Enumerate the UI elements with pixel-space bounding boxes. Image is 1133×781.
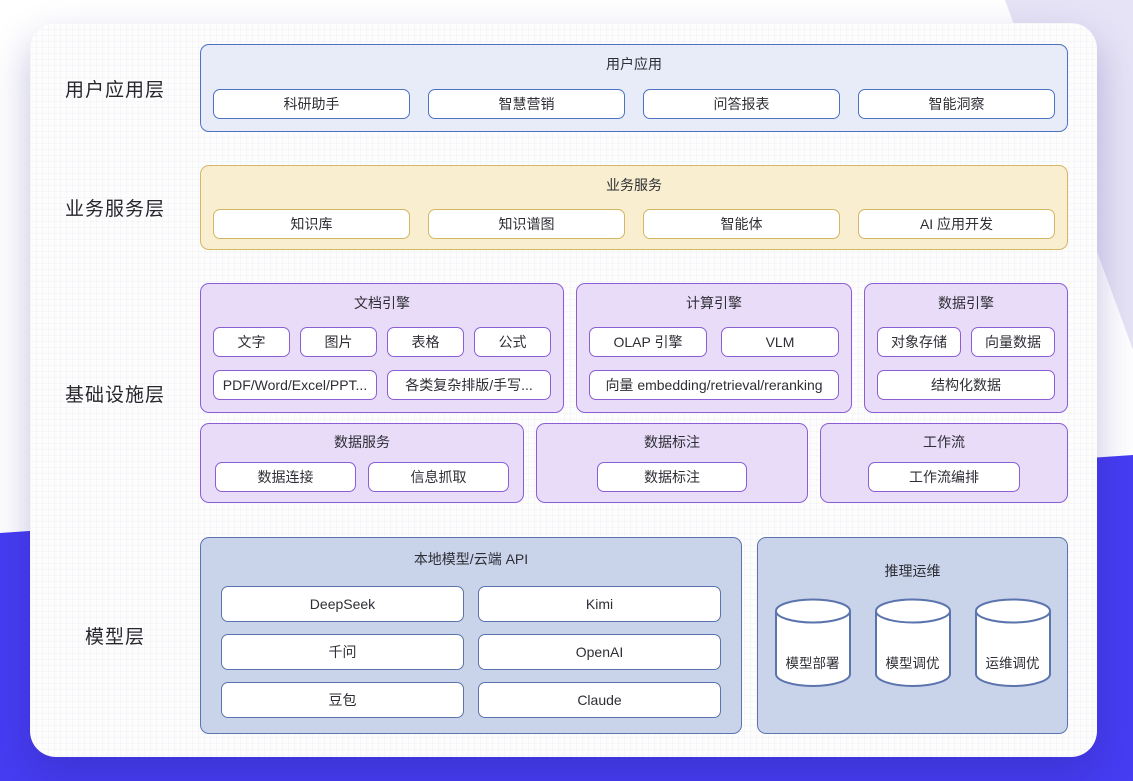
group-user-applications: 用户应用 科研助手 智慧营销 问答报表 智能洞察 — [200, 44, 1068, 132]
node-complex-layout-handwriting: 各类复杂排版/手写... — [387, 370, 551, 400]
group-title-user-applications: 用户应用 — [606, 56, 662, 72]
node-ai-app-dev: AI 应用开发 — [858, 209, 1055, 239]
layer-label-infrastructure: 基础设施层 — [64, 384, 165, 406]
group-title-business-services: 业务服务 — [606, 177, 662, 193]
group-data-engine: 数据引擎 对象存储 向量数据 结构化数据 — [864, 283, 1068, 413]
cylinder-label-model-tuning: 模型调优 — [885, 656, 940, 671]
node-research-assistant: 科研助手 — [213, 89, 410, 119]
group-business-services: 业务服务 知识库 知识谱图 智能体 AI 应用开发 — [200, 165, 1068, 250]
group-title-compute-engine: 计算引擎 — [686, 295, 742, 311]
node-data-annotation: 数据标注 — [597, 462, 747, 492]
node-intelligent-insight: 智能洞察 — [858, 89, 1055, 119]
group-data-annotation: 数据标注 数据标注 — [536, 423, 808, 503]
node-olap-engine: OLAP 引擎 — [589, 326, 707, 357]
cylinder-label-model-deployment: 模型部署 — [785, 656, 840, 671]
band-user-application: 用户应用层 用户应用 科研助手 智慧营销 问答报表 智能洞察 — [30, 44, 1068, 132]
layer-label-model: 模型层 — [84, 627, 145, 648]
node-qa-reports: 问答报表 — [643, 89, 840, 119]
group-title-data-engine: 数据引擎 — [938, 295, 994, 311]
group-title-local-models-cloud-api: 本地模型/云端 API — [413, 551, 529, 567]
group-title-data-annotation: 数据标注 — [644, 434, 700, 450]
band-business-service: 业务服务层 业务服务 知识库 知识谱图 智能体 AI 应用开发 — [30, 165, 1068, 250]
diagram-card: 用户应用层 用户应用 科研助手 智慧营销 问答报表 智能洞察 业务服务层 业务服 — [30, 23, 1097, 757]
band-infrastructure: 基础设施层 文档引擎 文字 图片 表格 公式 PDF/Word/Excel/PP… — [30, 283, 1068, 503]
node-kimi: Kimi — [478, 586, 721, 622]
infrastructure-row-services: 数据服务 数据连接 信息抓取 数据标注 数据标注 工作流 — [200, 423, 1068, 503]
node-text: 文字 — [213, 326, 290, 357]
cylinder-label-ops-tuning: 运维调优 — [985, 656, 1040, 671]
node-formula: 公式 — [474, 326, 551, 357]
database-cylinder-icon — [974, 598, 1051, 687]
node-structured-data: 结构化数据 — [877, 370, 1055, 400]
group-inference-ops: 推理运维 模型部署 — [757, 537, 1068, 734]
database-cylinder-icon — [874, 598, 951, 687]
node-table: 表格 — [387, 326, 464, 357]
node-info-scraping: 信息抓取 — [368, 462, 509, 492]
node-vlm: VLM — [721, 326, 839, 357]
node-doubao: 豆包 — [221, 682, 464, 718]
group-data-service: 数据服务 数据连接 信息抓取 — [200, 423, 524, 503]
node-qwen: 千问 — [221, 634, 464, 670]
database-cylinder-icon — [774, 598, 851, 687]
group-title-document-engine: 文档引擎 — [354, 295, 410, 311]
node-agent: 智能体 — [643, 209, 840, 239]
node-openai: OpenAI — [478, 634, 721, 670]
infrastructure-row-engines: 文档引擎 文字 图片 表格 公式 PDF/Word/Excel/PPT... 各… — [200, 283, 1068, 413]
node-vector-data: 向量数据 — [971, 326, 1055, 357]
layer-label-user-application: 用户应用层 — [64, 79, 165, 101]
node-smart-marketing: 智慧营销 — [428, 89, 625, 119]
band-model: 模型层 本地模型/云端 API DeepSeek Kimi 千问 OpenAI … — [30, 537, 1068, 734]
node-knowledge-graph: 知识谱图 — [428, 209, 625, 239]
node-knowledge-base: 知识库 — [213, 209, 410, 239]
group-title-workflow: 工作流 — [923, 434, 965, 450]
node-deepseek: DeepSeek — [221, 586, 464, 622]
group-title-inference-ops: 推理运维 — [884, 563, 941, 579]
group-title-data-service: 数据服务 — [334, 434, 390, 450]
node-image: 图片 — [300, 326, 377, 357]
group-workflow: 工作流 工作流编排 — [820, 423, 1068, 503]
layer-label-business-service: 业务服务层 — [64, 199, 165, 220]
node-office-formats: PDF/Word/Excel/PPT... — [213, 370, 377, 400]
node-object-storage: 对象存储 — [877, 326, 961, 357]
node-data-connection: 数据连接 — [215, 462, 356, 492]
node-claude: Claude — [478, 682, 721, 718]
cylinder-model-tuning: 模型调优 — [874, 598, 952, 688]
node-vector-embedding-retrieval-reranking: 向量 embedding/retrieval/reranking — [589, 370, 839, 400]
cylinder-ops-tuning: 运维调优 — [974, 598, 1052, 688]
group-local-models-cloud-api: 本地模型/云端 API DeepSeek Kimi 千问 OpenAI 豆包 C… — [200, 537, 742, 734]
group-document-engine: 文档引擎 文字 图片 表格 公式 PDF/Word/Excel/PPT... 各… — [200, 283, 564, 413]
node-workflow-orchestration: 工作流编排 — [868, 462, 1020, 492]
cylinder-model-deployment: 模型部署 — [774, 598, 852, 688]
group-compute-engine: 计算引擎 OLAP 引擎 VLM 向量 embedding/retrieval/… — [576, 283, 852, 413]
